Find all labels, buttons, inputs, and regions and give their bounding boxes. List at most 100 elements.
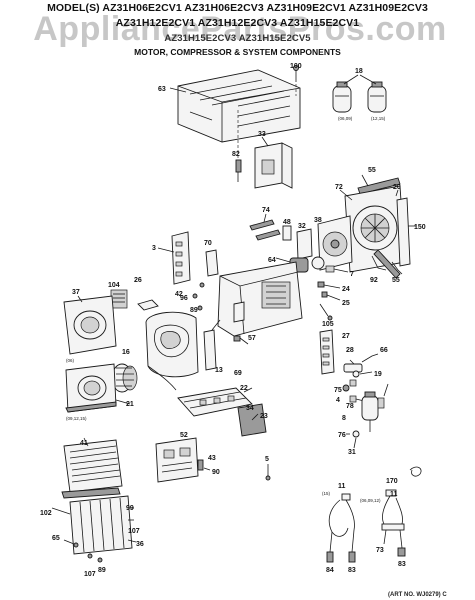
callout-8: 8	[342, 415, 346, 422]
callout-42: 42	[175, 291, 183, 298]
lower-orifice-panel-part	[65, 363, 131, 413]
callout-32: 32	[298, 223, 306, 230]
callout-63: 63	[158, 86, 166, 93]
callout-16: 16	[122, 349, 130, 356]
blower-scroll-part	[145, 311, 221, 391]
callout-11-left: 11	[338, 483, 346, 490]
note-11-right: (06,09,12)	[360, 498, 381, 503]
callout-76: 76	[338, 432, 346, 439]
callout-19: 19	[374, 371, 382, 378]
base-pan-part	[217, 261, 303, 337]
orifice-panel-part	[63, 295, 117, 355]
callout-3: 3	[152, 245, 156, 252]
callout-89-lower: 89	[98, 567, 106, 574]
callout-84: 84	[326, 567, 334, 574]
callout-82: 82	[232, 151, 240, 158]
callout-64: 64	[268, 257, 276, 264]
callout-99: 99	[126, 505, 134, 512]
filter-part	[110, 289, 159, 311]
art-number-note: (ART NO. WJ0279) C	[388, 592, 447, 598]
callout-75: 75	[334, 387, 342, 394]
callout-52: 52	[180, 432, 188, 439]
mount-part	[233, 335, 249, 345]
switch-bracket-part	[319, 329, 379, 378]
callout-83-left: 83	[348, 567, 356, 574]
callout-21: 21	[126, 401, 134, 408]
callout-57: 57	[248, 335, 256, 342]
callout-31: 31	[348, 449, 356, 456]
evaporator-coil-part	[51, 487, 134, 563]
condenser-shroud-part	[344, 177, 416, 273]
callout-41: 41	[80, 440, 88, 447]
callout-107-right: 107	[128, 528, 140, 535]
callout-83-right: 83	[398, 561, 406, 568]
callout-5: 5	[265, 456, 269, 463]
callout-38: 38	[314, 217, 322, 224]
callout-25: 25	[342, 300, 350, 307]
callout-69: 69	[234, 370, 242, 377]
callout-27: 27	[342, 333, 350, 340]
callout-26: 26	[134, 277, 142, 284]
callout-170: 170	[386, 478, 398, 485]
control-box-part	[254, 136, 293, 189]
callout-7: 7	[350, 271, 354, 278]
callout-72: 72	[335, 184, 343, 191]
callout-105: 105	[322, 321, 334, 328]
drain-tray-part	[177, 387, 267, 437]
callout-73: 73	[376, 547, 384, 554]
note-18-small: (06,09)	[338, 116, 353, 121]
callout-33: 33	[258, 131, 266, 138]
front-grille-part	[63, 437, 123, 493]
grommet-part	[346, 430, 360, 449]
compressor-part	[361, 383, 389, 432]
callout-89-upper: 89	[190, 307, 198, 314]
callout-104: 104	[108, 282, 120, 289]
callout-150: 150	[414, 224, 426, 231]
bottom-fastener-part	[63, 539, 137, 548]
callout-96: 96	[180, 295, 188, 302]
callout-13: 13	[215, 367, 223, 374]
callout-23: 23	[260, 413, 268, 420]
blower-wheel-part	[111, 363, 138, 393]
callout-66: 66	[380, 347, 388, 354]
cabinet-top-part	[177, 69, 301, 143]
callout-4: 4	[336, 397, 340, 404]
diagram-subtitle: MOTOR, COMPRESSOR & SYSTEM COMPONENTS	[134, 47, 341, 57]
callout-11-right: 11	[390, 491, 398, 498]
fan-motor-part	[275, 215, 353, 273]
callout-22: 22	[240, 385, 248, 392]
control-panel-part	[155, 437, 211, 483]
bracket-part	[249, 213, 281, 241]
screw-small-part	[265, 464, 271, 481]
callout-55-bottom: 55	[392, 277, 400, 284]
model-list-line-1: MODEL(S) AZ31H06E2CV1 AZ31H06E2CV3 AZ31H…	[47, 2, 428, 14]
callout-102: 102	[40, 510, 52, 517]
callout-18: 18	[355, 68, 363, 75]
fan-shaft-part	[325, 249, 403, 279]
model-list-line-3: AZ31H15E2CV3 AZ31H15E2CV5	[164, 33, 311, 44]
note-11-left: (15)	[322, 491, 331, 496]
callout-92: 92	[370, 277, 378, 284]
callout-74: 74	[262, 207, 270, 214]
callout-37: 37	[72, 289, 80, 296]
callout-48: 48	[283, 219, 291, 226]
left-bracket-part	[157, 231, 219, 311]
callout-36: 36	[136, 541, 144, 548]
callout-24: 24	[342, 286, 350, 293]
callout-65: 65	[52, 535, 60, 542]
fastener-part	[317, 281, 341, 321]
note-37: (06)	[66, 358, 75, 363]
callout-34: 34	[246, 405, 254, 412]
callout-90: 90	[212, 469, 220, 476]
screw-part	[293, 65, 299, 96]
exploded-parts-diagram: 100 18 (06,09) (12,15) 63 33 82 55 72 20…	[40, 63, 426, 578]
note-21: (09,12,15)	[66, 416, 87, 421]
model-list-line-2: AZ31H12E2CV1 AZ31H12E2CV3 AZ31H15E2CV1	[115, 17, 360, 29]
callout-28: 28	[346, 347, 354, 354]
callout-55-top: 55	[368, 167, 376, 174]
wire-harness-part	[326, 466, 422, 563]
capacitor-part	[332, 74, 387, 113]
callout-100: 100	[290, 63, 302, 70]
switch-part	[235, 110, 242, 182]
